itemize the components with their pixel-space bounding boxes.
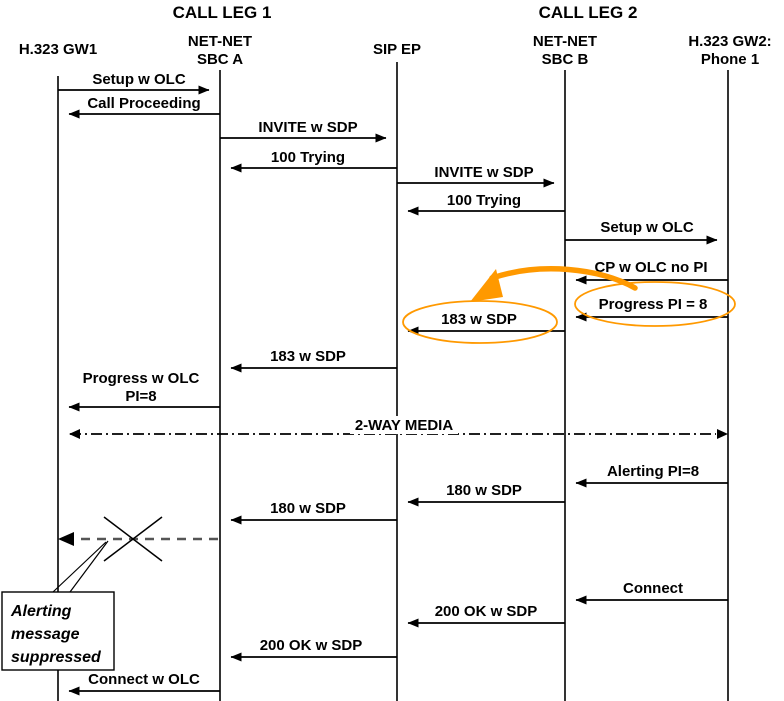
message-setup-w-olc-leg2: Setup w OLC xyxy=(565,219,718,245)
highlight-ellipse-183-w-sdp xyxy=(402,300,558,344)
message-label: INVITE w SDP xyxy=(434,164,533,181)
message-label: 180 w SDP xyxy=(446,482,522,499)
message-alerting-pi8: Alerting PI=8 xyxy=(575,463,728,488)
message-call-proceeding: Call Proceeding xyxy=(68,95,220,119)
note-line-1: Alerting xyxy=(10,603,72,620)
message-180-w-sdp-leg2: 180 w SDP xyxy=(407,482,565,507)
message-200-ok-w-sdp-leg1: 200 OK w SDP xyxy=(230,637,397,662)
actor-label-gw2-line1: H.323 GW2: xyxy=(688,33,771,50)
message-cp-w-olc-no-pi: CP w OLC no PI xyxy=(575,259,728,285)
message-100-trying-leg2: 100 Trying xyxy=(407,192,565,216)
call-leg-1-title: CALL LEG 1 xyxy=(173,3,272,22)
note-alerting-suppressed: Alerting message suppressed xyxy=(1,591,115,671)
note-leader-line-2 xyxy=(69,540,109,593)
highlight-curved-arrow xyxy=(489,266,638,291)
message-label: Progress PI = 8 xyxy=(599,296,708,313)
message-label: Alerting PI=8 xyxy=(607,463,699,480)
message-label: 2-WAY MEDIA xyxy=(355,417,454,434)
actor-label-gw2-line2: Phone 1 xyxy=(701,51,759,68)
message-label: Setup w OLC xyxy=(600,219,694,236)
message-label: 180 w SDP xyxy=(270,500,346,517)
message-label: Progress w OLC xyxy=(83,370,200,387)
x-mark-stroke-2 xyxy=(103,516,163,562)
message-label: 200 OK w SDP xyxy=(260,637,363,654)
note-box-frame xyxy=(1,591,115,671)
message-label: CP w OLC no PI xyxy=(594,259,707,276)
highlight-arrowhead xyxy=(470,269,503,302)
message-label: 183 w SDP xyxy=(270,348,346,365)
message-label-line2: PI=8 xyxy=(125,388,156,405)
actor-label-gw1-line1: H.323 GW1 xyxy=(19,41,97,58)
message-183-w-sdp-leg2: 183 w SDP xyxy=(407,311,565,336)
actor-label-sbca-line1: NET-NET xyxy=(188,33,252,50)
note-line-3: suppressed xyxy=(11,649,102,666)
message-connect-leg2: Connect xyxy=(575,580,728,605)
note-line-2: message xyxy=(11,626,80,643)
message-label: Call Proceeding xyxy=(87,95,200,112)
actor-label-sbca-line2: SBC A xyxy=(197,51,243,68)
message-100-trying-leg1: 100 Trying xyxy=(230,149,397,173)
message-label: 200 OK w SDP xyxy=(435,603,538,620)
highlight-ellipse-progress-pi-8 xyxy=(574,281,736,327)
media-arrowhead-left xyxy=(69,429,80,439)
message-connect-w-olc: Connect w OLC xyxy=(68,671,220,696)
message-invite-w-sdp-leg1: INVITE w SDP xyxy=(220,119,387,143)
message-200-ok-w-sdp-leg2: 200 OK w SDP xyxy=(407,603,565,628)
media-label-bg xyxy=(350,416,458,434)
actor-label-sbcb-line1: NET-NET xyxy=(533,33,597,50)
call-leg-2-title: CALL LEG 2 xyxy=(539,3,638,22)
message-180-w-sdp-leg1: 180 w SDP xyxy=(230,500,397,525)
message-setup-w-olc-leg1: Setup w OLC xyxy=(58,71,210,95)
message-label: 100 Trying xyxy=(447,192,521,209)
actor-label-sbcb-line2: SBC B xyxy=(542,51,589,68)
media-arrowhead-right xyxy=(717,429,728,439)
message-label: 183 w SDP xyxy=(441,311,517,328)
message-label: Connect w OLC xyxy=(88,671,200,688)
actor-label-sipep-line1: SIP EP xyxy=(373,41,421,58)
message-label: Connect xyxy=(623,580,683,597)
message-invite-w-sdp-leg2: INVITE w SDP xyxy=(397,164,555,188)
suppressed-arrowhead xyxy=(58,532,74,546)
message-2-way-media: 2-WAY MEDIA xyxy=(69,416,728,439)
note-leader-line-1 xyxy=(52,541,107,593)
message-label: Setup w OLC xyxy=(92,71,186,88)
message-label: 100 Trying xyxy=(271,149,345,166)
message-alerting-suppressed xyxy=(58,516,218,562)
message-183-w-sdp-leg1: 183 w SDP xyxy=(230,348,397,373)
message-progress-pi-8: Progress PI = 8 xyxy=(575,296,728,322)
message-label: INVITE w SDP xyxy=(258,119,357,136)
message-progress-w-olc-pi8: Progress w OLC PI=8 xyxy=(68,370,220,412)
